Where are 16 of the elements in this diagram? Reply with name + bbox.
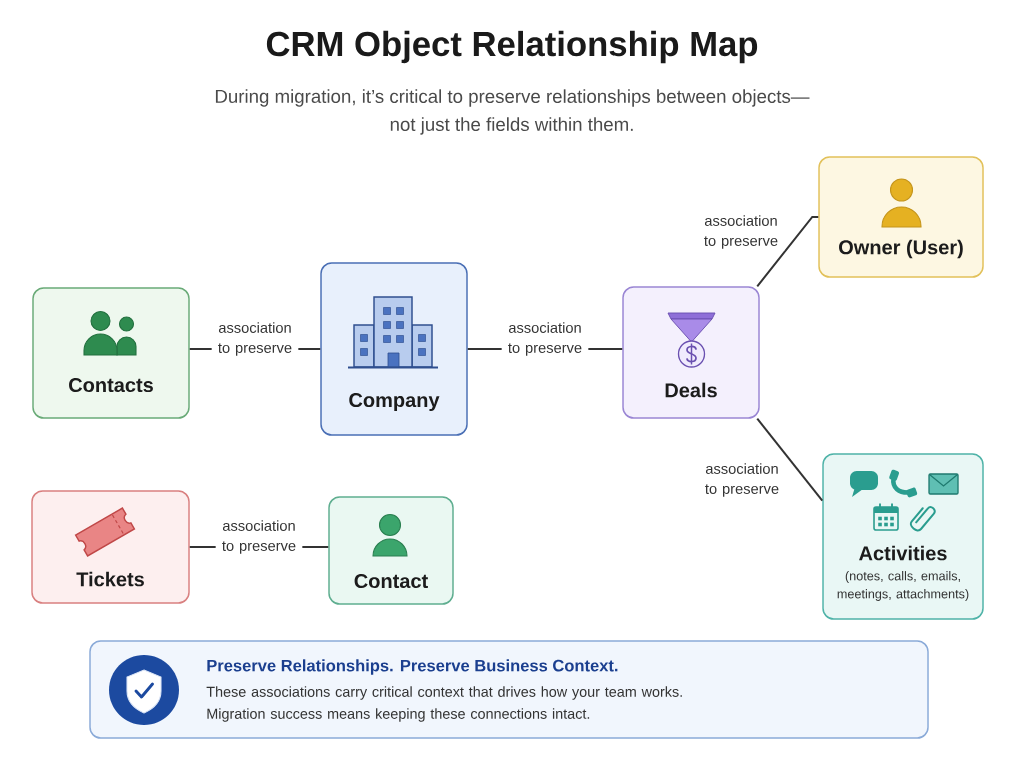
connector [756,417,824,502]
object-card: Owner (User) [818,156,984,278]
edge-label: association to preserve [215,518,303,556]
subtitle: During migration, it’s critical to preserve relationships between objects— not just the fields within them. [215,89,810,135]
object-card: Contacts [32,287,190,419]
edge-label: association to preserve [697,213,785,251]
object-card: Contact [328,496,454,605]
object-card: Activities (notes, calls, emails, meetings, attachments) [822,453,984,620]
edge-label: association to preserve [698,461,786,499]
object-card: Tickets [31,490,190,604]
edge-label: association to preserve [211,320,299,358]
title: CRM Object Relationship Map [266,30,758,64]
object-card: Deals [622,286,760,419]
edge-label: association to preserve [501,320,589,358]
connector [756,216,820,288]
info-banner: Preserve Relationships. Preserve Business Context. These associations carry critical context that drives how your team works. Migration success means keeping these connections intact. [89,640,929,739]
